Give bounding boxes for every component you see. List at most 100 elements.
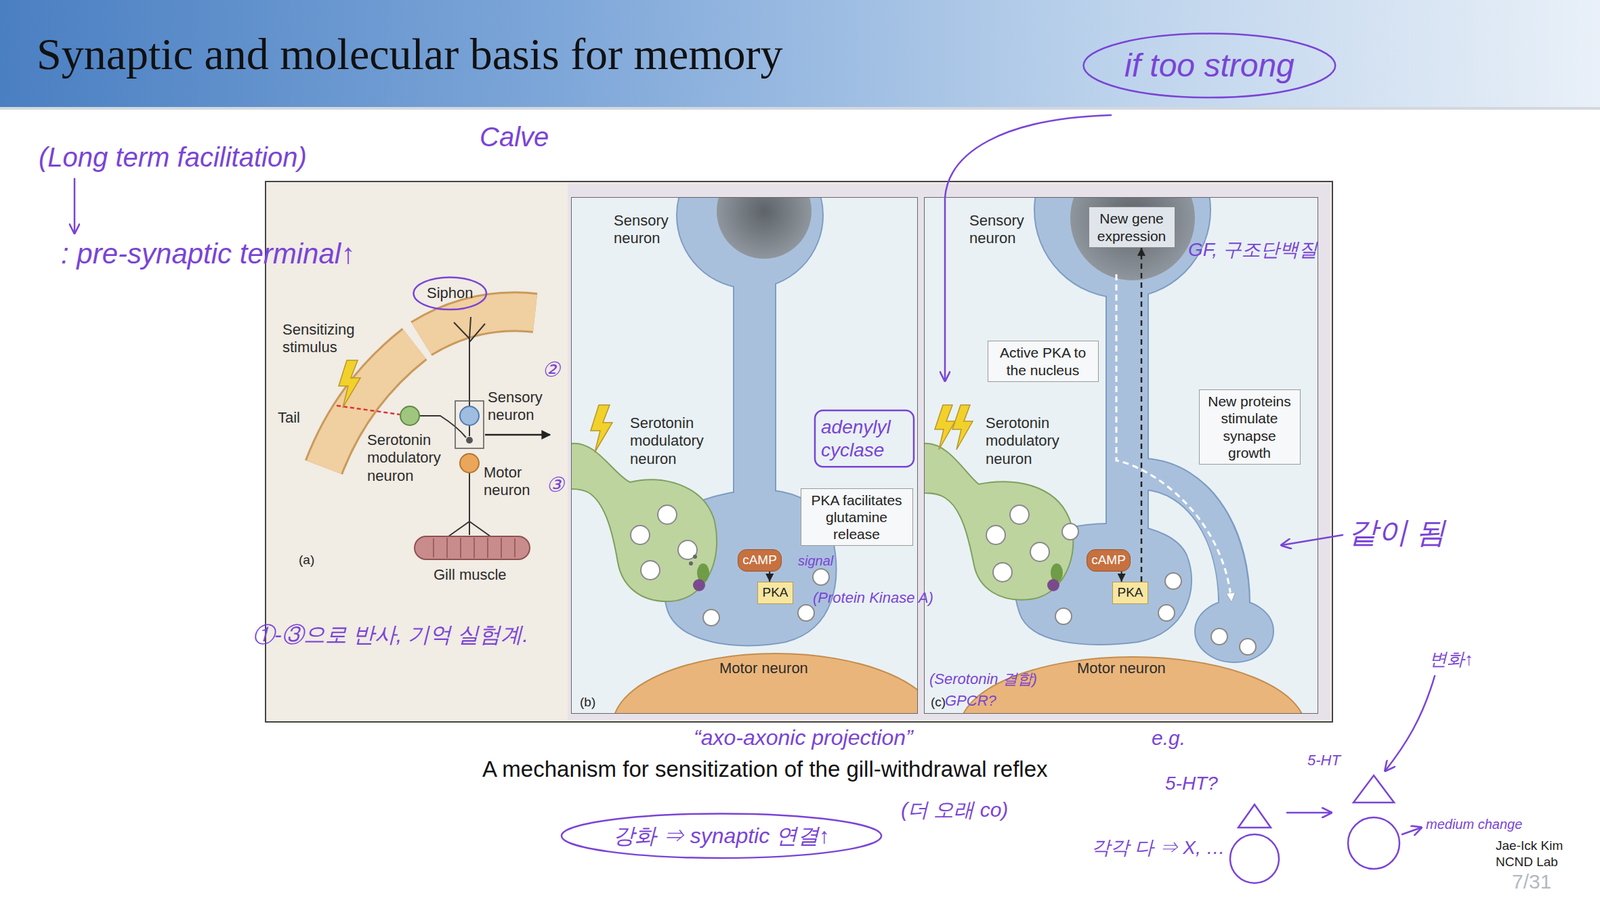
vesicle [1239, 638, 1256, 656]
synapse-illustration [571, 197, 918, 714]
figure-label: Sensitizing stimulus [282, 321, 368, 357]
handwritten-note: Calve [479, 120, 549, 154]
muscle-stripe [446, 537, 448, 559]
title-bar-shadow [0, 107, 1600, 110]
vesicle [1030, 542, 1050, 562]
motor-cell [459, 453, 479, 473]
handwritten-note: (Long term facilitation) [38, 140, 307, 174]
handwritten-note: ①-③으로 반사, 기억 실험계. [252, 621, 529, 648]
sensory-cell [459, 406, 479, 426]
handwritten-box [814, 410, 914, 467]
synapse-illustration [923, 197, 1306, 714]
panel-label: (c) [930, 695, 946, 711]
node-text: PKA [1117, 585, 1143, 601]
muscle-stripe [459, 537, 462, 559]
g-protein [1047, 579, 1060, 592]
page-number: 7/31 [1511, 869, 1552, 895]
vesicle [1062, 523, 1079, 540]
nucleus [716, 197, 812, 259]
lightning-bolt [590, 405, 613, 453]
dendrite [448, 521, 470, 537]
gill-muscle [414, 536, 530, 560]
handwritten-note: medium change [1425, 816, 1523, 833]
node-text: cAMP [1091, 552, 1126, 569]
handwritten-note: 5-HT? [1165, 772, 1218, 796]
zoom-arrow [485, 434, 551, 437]
process-box: New gene expression [1088, 206, 1176, 248]
figure-label: Gill muscle [433, 566, 507, 584]
motor-neuron-shape [613, 653, 918, 714]
enzyme-box: PKA [1112, 581, 1148, 605]
slide-title: Synaptic and molecular basis for memory [36, 27, 784, 81]
vesicle [986, 525, 1006, 545]
dendrite [453, 322, 470, 407]
node-text: Active PKA to the nucleus [992, 344, 1094, 378]
handwritten-note: “axo-axonic projection” [693, 724, 914, 751]
neuron-sketch [1230, 834, 1279, 884]
muscle-stripe [500, 537, 502, 559]
handwritten-note: (Protein Kinase A) [812, 589, 934, 607]
title-bar [0, 0, 1600, 108]
siphon-band [421, 311, 536, 339]
handwritten-note: 강화 ⇒ synaptic 연결↑ [613, 823, 830, 849]
enzyme-box: PKA [757, 581, 793, 605]
handwritten-note: GPCR? [944, 692, 997, 710]
figure-label: Sensory neuron [613, 212, 689, 248]
node-text: New proteins stimulate synapse growth [1203, 392, 1296, 462]
serotonin-dot [692, 554, 698, 559]
vesicle [986, 505, 1256, 656]
note-arrow [1287, 812, 1332, 815]
note-arrow [73, 178, 76, 234]
process-box: PKA facilitates glutamine release [800, 488, 914, 547]
connector-arrow [1121, 571, 1123, 582]
node-text: cAMP [742, 552, 777, 569]
vesicle [1165, 573, 1182, 590]
neuron-sketch [1348, 817, 1400, 870]
note-arrow [1385, 676, 1435, 771]
vesicle [812, 569, 830, 586]
handwritten-note: signal [797, 552, 834, 570]
vesicle [1211, 628, 1228, 645]
muscle-stripe [433, 537, 515, 559]
connector-arrow [768, 571, 771, 582]
handwritten-note: 같이 됨 [1348, 514, 1446, 551]
vesicle [993, 562, 1013, 582]
molecule-pill: cAMP [1086, 549, 1131, 572]
serotonin-cell [400, 406, 420, 426]
vesicle [703, 609, 720, 626]
dendrite [468, 472, 471, 536]
vesicle [1055, 608, 1072, 625]
panel-label: (b) [579, 695, 596, 711]
handwritten-note: ② [541, 357, 561, 383]
figure-label: Motor neuron [1077, 659, 1166, 678]
connector-arrow [1140, 247, 1143, 582]
g-protein [692, 579, 706, 592]
handwritten-note: (더 오래 co) [900, 797, 1008, 823]
handwritten-note: 각각 다 ⇒ X, … [1091, 836, 1226, 860]
tail-band [323, 344, 415, 468]
handwritten-note: e.g. [1151, 726, 1186, 751]
axon-branch [1144, 474, 1235, 614]
process-box: Active PKA to the nucleus [987, 340, 1099, 382]
footer-text: Jae-Ick Kim [1495, 838, 1563, 855]
lightning-bolt [338, 360, 361, 408]
vesicle [630, 525, 650, 545]
figure-label: Motor neuron [719, 659, 809, 678]
vesicle [678, 540, 698, 560]
figure-label: Siphon [426, 284, 474, 303]
handwritten-note: if too strong [1124, 46, 1295, 86]
handwritten-ring [413, 33, 1336, 859]
handwritten-note: GF, 구조단백질 [1188, 238, 1318, 262]
figure-label: Serotonin modulatory neuron [629, 414, 715, 469]
dendrite [469, 317, 471, 339]
process-box: New proteins stimulate synapse growth [1198, 389, 1301, 465]
handwritten-mark [74, 115, 1435, 884]
handwritten-note: (Serotonin 결합) [929, 670, 1038, 689]
molecule-pill: cAMP [737, 549, 782, 572]
footer-text: NCND Lab [1495, 854, 1559, 871]
sensory-soma [676, 197, 824, 289]
handwritten-note: ③ [545, 472, 565, 498]
vesicle [1009, 505, 1029, 525]
tail-band [323, 344, 415, 468]
vesicle [657, 505, 677, 525]
